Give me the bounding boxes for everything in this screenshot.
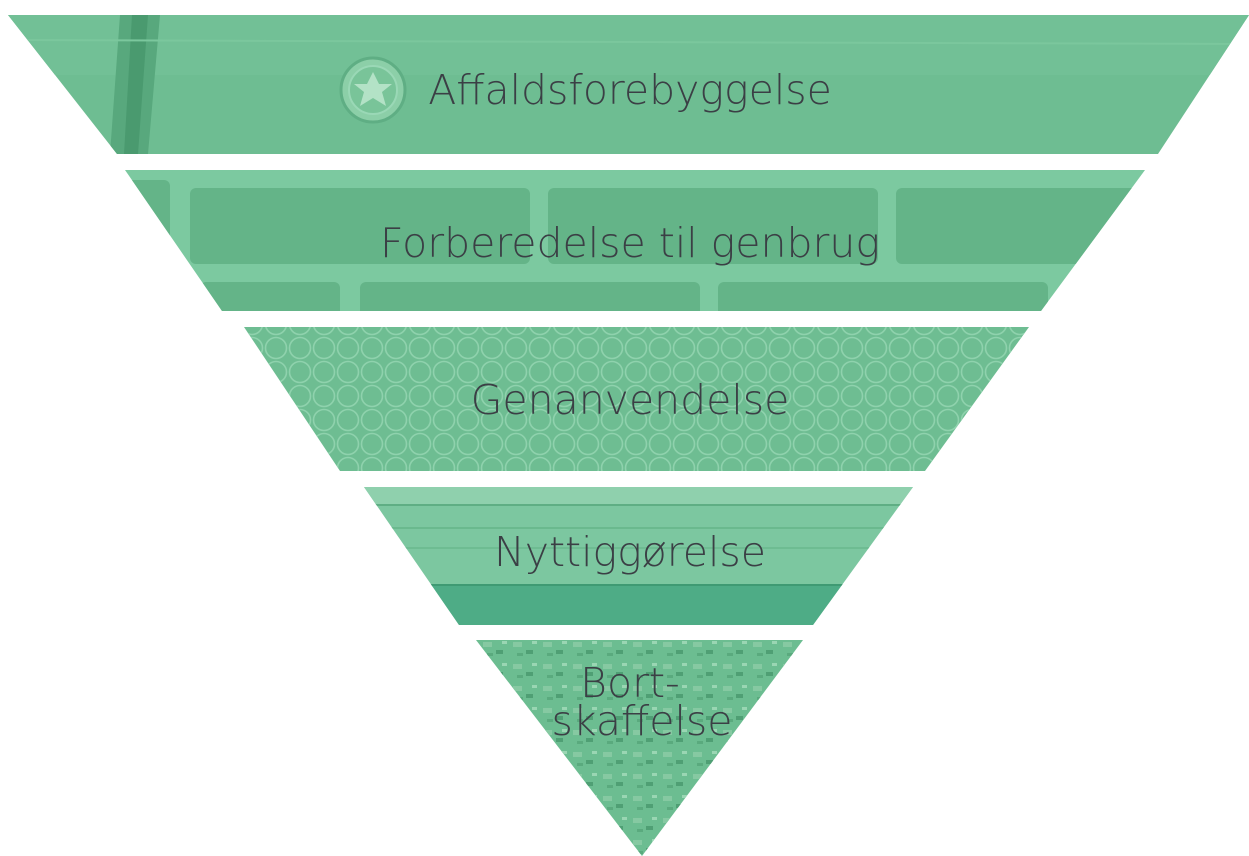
tier-reuse: Forberedelse til genbrug bbox=[125, 170, 1145, 311]
wood-panel-texture bbox=[8, 15, 1249, 154]
tier-recovery-label: Nyttiggørelse bbox=[494, 528, 766, 576]
tier-recovery: Nyttiggørelse bbox=[364, 487, 913, 625]
tier-reuse-label: Forberedelse til genbrug bbox=[380, 219, 880, 267]
screw-icon bbox=[339, 56, 407, 124]
tier-prevention: Affaldsforebyggelse bbox=[8, 15, 1249, 154]
tier-recycling-label: Genanvendelse bbox=[471, 376, 790, 424]
tier-disposal-label-line1: Bort- bbox=[580, 659, 680, 707]
tier-disposal-label-line2: skaffelse bbox=[552, 697, 733, 745]
round-logs-texture bbox=[244, 327, 1029, 471]
tier-disposal: Bort- skaffelse bbox=[476, 640, 803, 856]
tier-prevention-label: Affaldsforebyggelse bbox=[428, 66, 832, 114]
tier-recycling: Genanvendelse bbox=[244, 327, 1029, 471]
brick-wall-texture bbox=[125, 180, 1145, 311]
